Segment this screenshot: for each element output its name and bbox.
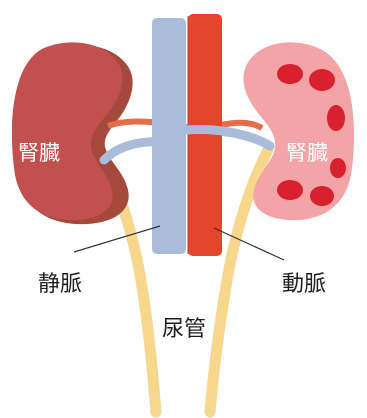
vein-label: 静脈: [38, 272, 82, 297]
kidney-right-label: 腎臓: [286, 141, 328, 165]
renal-pyramid: [277, 180, 303, 200]
vein-leader-line: [74, 226, 160, 252]
renal-pyramid: [327, 105, 345, 131]
renal-pyramid: [309, 69, 335, 91]
artery-label: 動脈: [282, 272, 326, 297]
kidney-left-label: 腎臓: [18, 141, 60, 165]
kidney-right: 腎臓: [243, 42, 354, 220]
artery-leader-line: [214, 228, 284, 260]
aorta: [188, 14, 222, 256]
renal-pyramid: [277, 64, 303, 84]
vena-cava: [152, 18, 186, 254]
ureter-label: 尿管: [162, 317, 206, 342]
kidney-left: 腎臓: [12, 42, 133, 224]
renal-pyramid: [330, 158, 346, 178]
renal-pyramid: [310, 186, 334, 206]
